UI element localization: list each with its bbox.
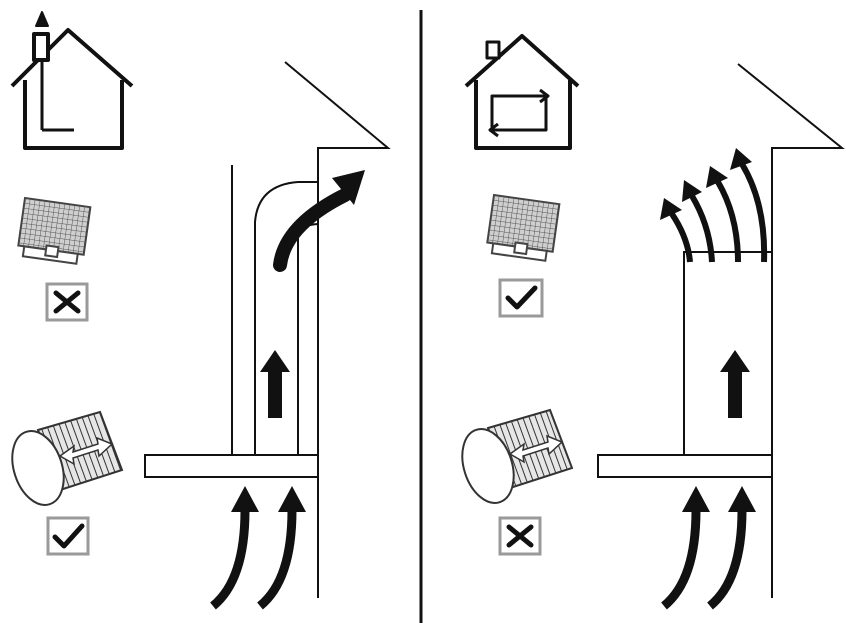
incoming-airflow-arrows <box>661 486 756 610</box>
extraction-room-outline <box>284 61 391 598</box>
recirculation-outflow-arrows <box>669 162 768 263</box>
grease-filter-icon <box>486 193 561 262</box>
exhaust-airflow-arrow <box>273 170 365 272</box>
grease-filter-icon <box>17 196 92 265</box>
incoming-airflow-arrows <box>210 486 306 610</box>
house-chimney-exhaust-icon <box>10 11 134 150</box>
recirculation-chimney <box>683 251 772 455</box>
grease-filter-cross-mark <box>45 282 89 322</box>
chimney-airflow-arrow <box>720 350 750 418</box>
recirculation-hood-canopy <box>597 454 773 478</box>
panel-extraction <box>10 11 391 610</box>
grease-filter-check-mark <box>498 278 544 318</box>
recirculation-outflow-arrowheads <box>660 148 752 220</box>
extraction-hood-canopy <box>144 454 319 478</box>
duct-airflow-arrow <box>260 350 290 418</box>
carbon-filter-check-mark <box>46 516 90 556</box>
panel-recirculation <box>461 34 845 610</box>
recirculation-room-outline <box>737 63 845 598</box>
carbon-filter-cross-mark <box>498 516 542 556</box>
carbon-filter-cylinder-icon <box>461 408 574 504</box>
house-recirculation-icon <box>464 34 580 150</box>
carbon-filter-cylinder-icon <box>11 410 124 506</box>
